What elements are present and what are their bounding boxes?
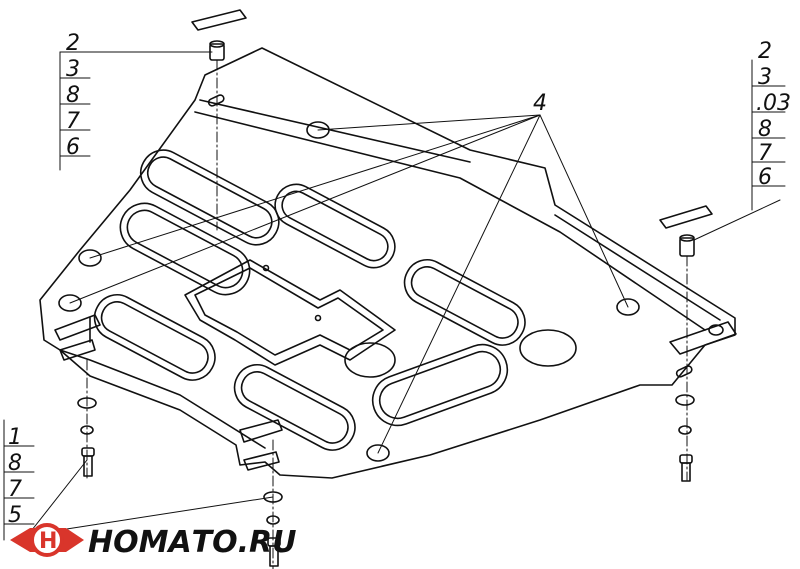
logo-h-icon: Н <box>39 529 57 554</box>
labels-right: 2 3 .03 8 7 6 <box>756 39 791 190</box>
bracket-left <box>54 314 101 361</box>
logo-circle-icon <box>30 523 64 557</box>
stiffening-ribs <box>93 149 526 451</box>
assembly-axes <box>86 59 688 569</box>
mount-hole <box>616 298 640 316</box>
slot-hole <box>207 94 225 107</box>
skid-plate-outline <box>39 47 736 479</box>
bracket-right <box>669 321 737 355</box>
part-label: 3 <box>758 65 772 90</box>
mount-hole <box>306 121 330 139</box>
plate-fold-line <box>194 111 706 331</box>
part-label: 8 <box>758 117 772 142</box>
logo-text: НОМАТО.RU <box>88 525 297 560</box>
top-right-fastener <box>659 205 713 257</box>
part-label: 7 <box>66 109 80 134</box>
part-label: 7 <box>8 477 22 502</box>
part-label-center: 4 <box>533 91 547 116</box>
labels-bottom: 1 8 7 5 <box>8 425 22 528</box>
leader-lines <box>27 51 781 536</box>
plate-rear-edge <box>554 214 721 321</box>
slot-hole <box>675 365 693 378</box>
mount-hole <box>78 249 102 267</box>
part-label: 1 <box>8 425 22 450</box>
mount-hole <box>366 444 390 462</box>
part-label: 2 <box>66 31 80 56</box>
part-label: 7 <box>758 141 772 166</box>
part-label: 8 <box>66 83 80 108</box>
bracket-bottom <box>239 419 283 471</box>
label-table-left <box>59 51 91 171</box>
large-hole <box>519 329 577 367</box>
part-label: 6 <box>758 165 772 190</box>
part-label: 5 <box>8 503 22 528</box>
part-label: 8 <box>8 451 22 476</box>
homato-logo: Н НОМАТО.RU <box>10 523 297 560</box>
label-table-right <box>751 59 786 211</box>
plate-front-edge <box>59 349 266 449</box>
bolt-stack-right <box>675 394 695 482</box>
large-hole-2 <box>344 342 396 378</box>
labels-left: 2 3 8 7 6 <box>66 31 80 160</box>
part-label: .03 <box>756 91 791 116</box>
small-hole <box>314 314 322 322</box>
part-label: 3 <box>66 57 80 82</box>
mount-hole <box>58 294 82 312</box>
part-label: 2 <box>758 39 772 64</box>
small-hole <box>262 264 270 272</box>
label-table-bottom <box>3 419 35 541</box>
part-label: 6 <box>66 135 80 160</box>
